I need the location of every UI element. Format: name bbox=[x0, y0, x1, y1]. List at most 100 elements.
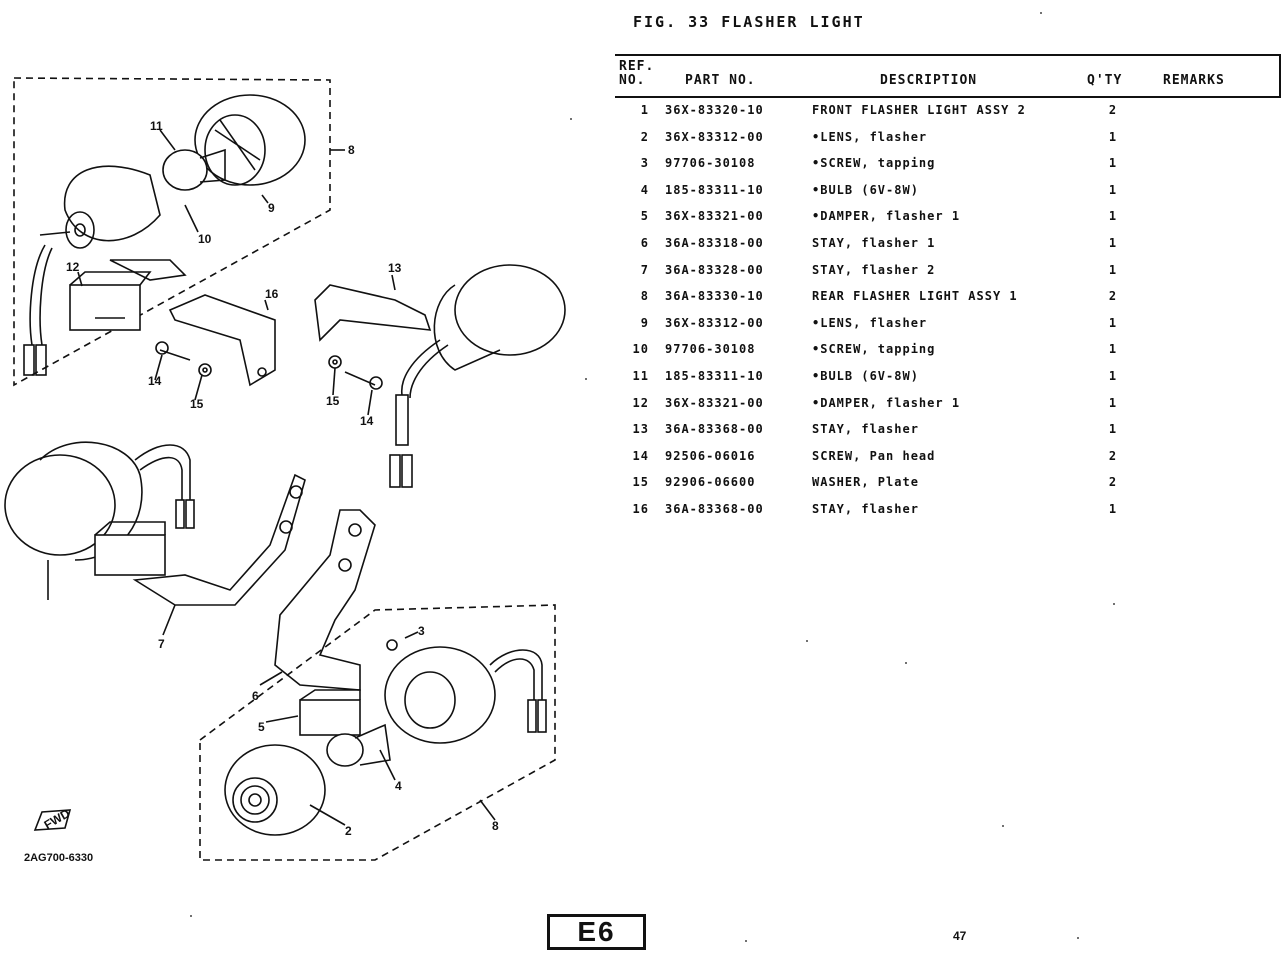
quantity-cell: 2 bbox=[1108, 475, 1118, 490]
scan-speck bbox=[745, 940, 747, 942]
ref-cell: 7 bbox=[640, 262, 649, 277]
description-cell: •BULB (6V-8W) bbox=[812, 369, 919, 383]
callout-13: 13 bbox=[388, 261, 402, 275]
table-header-rule bbox=[615, 96, 1281, 98]
table-row: 6 36A-83318-00 STAY, flasher 1 1 bbox=[615, 236, 1281, 262]
ref-cell: 5 bbox=[640, 209, 649, 224]
scan-speck bbox=[190, 915, 192, 917]
part-number-cell: 36A-83318-00 bbox=[665, 236, 764, 250]
ref-cell: 12 bbox=[632, 395, 649, 410]
part-number-cell: 36A-83368-00 bbox=[665, 502, 764, 516]
quantity-cell: 1 bbox=[1108, 395, 1118, 410]
callout-6: 6 bbox=[252, 689, 259, 703]
description-cell: REAR FLASHER LIGHT ASSY 1 bbox=[812, 289, 1018, 304]
fwd-arrow-icon bbox=[33, 809, 72, 831]
ref-cell: 6 bbox=[640, 236, 649, 250]
ref-cell: 15 bbox=[632, 475, 649, 490]
part-number-cell: 36A-83368-00 bbox=[665, 422, 764, 437]
part-number-cell: 97706-30108 bbox=[665, 156, 756, 171]
table-row: 4 185-83311-10 •BULB (6V-8W) 1 bbox=[615, 183, 1281, 209]
header-qty: Q'TY bbox=[1087, 73, 1123, 88]
callout-9: 9 bbox=[268, 201, 275, 215]
ref-cell: 8 bbox=[640, 289, 649, 304]
scan-speck bbox=[570, 118, 572, 120]
callout-8b: 8 bbox=[492, 819, 499, 833]
header-ref-line2: NO. bbox=[619, 73, 646, 88]
description-cell: •LENS, flasher bbox=[812, 129, 928, 144]
ref-cell: 13 bbox=[632, 422, 649, 437]
header-remarks: REMARKS bbox=[1163, 73, 1225, 88]
part-number-cell: 36X-83320-10 bbox=[665, 103, 764, 117]
description-cell: •BULB (6V-8W) bbox=[812, 182, 919, 197]
ref-cell: 10 bbox=[632, 342, 649, 357]
callout-3: 3 bbox=[418, 624, 425, 638]
callout-4: 4 bbox=[395, 779, 402, 793]
table-top-rule bbox=[615, 54, 1281, 56]
image-code: 2AG700-6330 bbox=[24, 852, 94, 864]
table-row: 1 36X-83320-10 FRONT FLASHER LIGHT ASSY 2 2 bbox=[615, 103, 1281, 129]
rear-assy-boundary bbox=[13, 77, 331, 387]
scan-speck bbox=[1077, 937, 1079, 939]
scan-speck bbox=[905, 662, 907, 664]
callout-14a: 14 bbox=[148, 374, 162, 388]
ref-cell: 1 bbox=[640, 103, 649, 117]
description-cell: STAY, flasher bbox=[812, 422, 919, 437]
description-cell: FRONT FLASHER LIGHT ASSY 2 bbox=[812, 103, 1026, 117]
scan-speck bbox=[1113, 603, 1115, 605]
ref-cell: 2 bbox=[640, 129, 649, 144]
quantity-cell: 1 bbox=[1108, 236, 1118, 250]
header-description: DESCRIPTION bbox=[880, 73, 978, 88]
table-row: 5 36X-83321-00 •DAMPER, flasher 1 1 bbox=[615, 209, 1281, 235]
quantity-cell: 1 bbox=[1108, 262, 1118, 277]
description-cell: •LENS, flasher bbox=[812, 315, 928, 330]
table-right-rule bbox=[1279, 54, 1281, 98]
callout-11: 11 bbox=[150, 119, 163, 133]
front-assy-boundary bbox=[199, 604, 556, 861]
quantity-cell: 1 bbox=[1108, 209, 1118, 224]
quantity-cell: 1 bbox=[1108, 182, 1118, 197]
callout-2: 2 bbox=[345, 824, 352, 838]
part-number-cell: 92506-06016 bbox=[665, 448, 756, 463]
ref-cell: 11 bbox=[632, 369, 649, 383]
scan-speck bbox=[1040, 12, 1042, 14]
scan-speck bbox=[1002, 825, 1004, 827]
header-ref-line1: REF. bbox=[619, 59, 655, 74]
callout-7: 7 bbox=[158, 637, 165, 651]
figure-title: FIG. 33 FLASHER LIGHT bbox=[633, 13, 865, 31]
ref-cell: 4 bbox=[640, 182, 649, 197]
part-number-cell: 185-83311-10 bbox=[665, 182, 764, 197]
ref-cell: 9 bbox=[640, 315, 649, 330]
part-number-cell: 36A-83330-10 bbox=[665, 289, 764, 304]
description-cell: •DAMPER, flasher 1 bbox=[812, 395, 961, 410]
part-number-cell: 92906-06600 bbox=[665, 475, 756, 490]
quantity-cell: 2 bbox=[1108, 448, 1118, 463]
ref-cell: 3 bbox=[640, 156, 649, 171]
quantity-cell: 2 bbox=[1108, 103, 1118, 117]
description-cell: STAY, flasher 1 bbox=[812, 236, 936, 250]
part-number-cell: 36X-83312-00 bbox=[665, 315, 764, 330]
description-cell: •DAMPER, flasher 1 bbox=[812, 209, 961, 224]
header-part-no: PART NO. bbox=[685, 73, 756, 88]
callout-16: 16 bbox=[265, 287, 279, 301]
scan-speck bbox=[806, 640, 808, 642]
description-cell: •SCREW, tapping bbox=[812, 156, 936, 171]
exploded-parts-diagram: 11 9 10 12 16 13 8 14 15 15 14 7 6 5 4 2… bbox=[4, 77, 566, 861]
part-number-cell: 36A-83328-00 bbox=[665, 262, 764, 277]
callout-10: 10 bbox=[198, 232, 212, 246]
part-number-cell: 36X-83321-00 bbox=[665, 209, 764, 224]
part-number-cell: 97706-30108 bbox=[665, 342, 756, 357]
quantity-cell: 1 bbox=[1108, 129, 1118, 144]
quantity-cell: 1 bbox=[1108, 315, 1118, 330]
callout-5: 5 bbox=[258, 720, 265, 734]
ref-cell: 16 bbox=[632, 502, 649, 516]
